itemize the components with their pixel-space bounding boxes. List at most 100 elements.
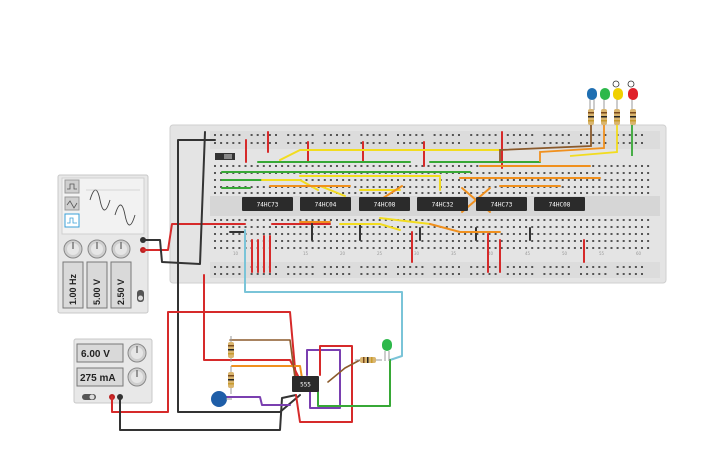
breadboard-hole — [378, 266, 381, 268]
square-wave-icon — [67, 183, 77, 190]
breadboard-hole — [622, 142, 625, 144]
breadboard-hole — [628, 266, 631, 268]
offset-knob[interactable] — [111, 239, 131, 259]
chip-74hc04[interactable]: 74HC04 — [300, 197, 351, 211]
breadboard-hole — [494, 247, 497, 249]
slide-switch[interactable] — [215, 153, 235, 160]
breadboard-hole — [506, 134, 509, 136]
breadboard-hole — [384, 165, 387, 167]
breadboard-hole — [299, 240, 302, 242]
column-number: 40 — [488, 251, 494, 256]
breadboard-hole — [354, 186, 357, 188]
breadboard-hole — [250, 273, 253, 275]
breadboard-hole — [403, 240, 406, 242]
led-body — [600, 88, 610, 100]
voltage-knob[interactable] — [127, 343, 147, 363]
breadboard-hole — [598, 233, 601, 235]
resistor[interactable] — [228, 366, 234, 394]
breadboard-hole — [482, 219, 485, 221]
square-wave-button[interactable] — [64, 179, 80, 194]
breadboard-hole — [262, 273, 265, 275]
breadboard-hole — [268, 233, 271, 235]
breadboard-hole — [281, 240, 284, 242]
led-green-output[interactable] — [382, 339, 392, 361]
breadboard-hole — [494, 219, 497, 221]
chip-74hc73[interactable]: 74HC73 — [242, 197, 293, 211]
triangle-wave-button[interactable] — [64, 196, 80, 211]
led-blue[interactable] — [587, 88, 597, 125]
breadboard-hole — [476, 192, 479, 194]
breadboard-hole — [397, 273, 399, 275]
breadboard-hole — [275, 233, 277, 235]
breadboard-hole — [329, 240, 332, 242]
capacitor[interactable] — [211, 391, 232, 407]
breadboard-hole — [433, 233, 436, 235]
current-knob[interactable] — [127, 367, 147, 387]
chip-74hc08[interactable]: 74HC08 — [359, 197, 410, 211]
breadboard-hole — [488, 233, 491, 235]
breadboard-hole — [519, 247, 521, 249]
breadboard-hole — [555, 226, 558, 228]
breadboard-hole — [519, 266, 521, 268]
power-switch[interactable] — [82, 394, 96, 400]
breadboard-hole — [342, 233, 345, 235]
breadboard-hole — [305, 226, 308, 228]
led-red[interactable] — [627, 80, 638, 125]
breadboard-hole — [348, 273, 351, 275]
breadboard-hole — [220, 233, 223, 235]
led-green[interactable] — [600, 88, 610, 125]
breadboard-hole — [287, 219, 290, 221]
chip-74hc73[interactable]: 74HC73 — [476, 197, 527, 211]
breadboard-hole — [622, 266, 625, 268]
breadboard-hole — [476, 247, 479, 249]
breadboard-hole — [226, 233, 229, 235]
chip-label: 74HC08 — [549, 202, 571, 209]
breadboard-hole — [214, 142, 216, 144]
breadboard-hole — [512, 219, 515, 221]
breadboard-hole — [555, 247, 558, 249]
breadboard-hole — [470, 226, 473, 228]
breadboard-hole — [616, 233, 619, 235]
breadboard-hole — [390, 233, 393, 235]
breadboard-hole — [214, 233, 216, 235]
chip-74hc08[interactable]: 74HC08 — [534, 197, 585, 211]
breadboard-hole — [421, 165, 424, 167]
power-toggle[interactable] — [137, 290, 144, 302]
chip-74hc32[interactable]: 74HC32 — [417, 197, 468, 211]
breadboard-hole — [372, 233, 375, 235]
breadboard-hole — [323, 266, 326, 268]
breadboard-hole — [226, 266, 229, 268]
resistor[interactable] — [228, 336, 234, 362]
breadboard-hole — [421, 186, 424, 188]
breadboard-hole — [580, 192, 582, 194]
amplitude-knob[interactable] — [87, 239, 107, 259]
breadboard-hole — [543, 273, 546, 275]
breadboard-hole — [616, 266, 619, 268]
resistor[interactable] — [355, 357, 382, 363]
breadboard-hole — [384, 247, 387, 249]
breadboard-hole — [586, 266, 589, 268]
breadboard-hole — [604, 226, 607, 228]
timer-555-chip[interactable]: 555 — [292, 376, 319, 392]
breadboard-hole — [567, 247, 570, 249]
breadboard-hole — [458, 226, 460, 228]
breadboard-hole — [336, 247, 338, 249]
breadboard-hole — [464, 179, 467, 181]
breadboard-hole — [366, 273, 369, 275]
frequency-knob[interactable] — [63, 239, 83, 259]
breadboard-hole — [421, 233, 424, 235]
led-yellow[interactable] — [612, 80, 623, 125]
breadboard-hole — [403, 186, 406, 188]
breadboard-wires — [221, 131, 601, 273]
breadboard-hole — [458, 142, 460, 144]
breadboard-hole — [506, 219, 509, 221]
breadboard-hole — [647, 192, 650, 194]
breadboard-hole — [220, 273, 223, 275]
breadboard-hole — [641, 186, 643, 188]
breadboard-hole — [238, 273, 241, 275]
breadboard-hole — [275, 266, 277, 268]
breadboard-hole — [366, 247, 369, 249]
breadboard-hole — [415, 219, 418, 221]
sine-wave-button[interactable] — [64, 213, 80, 228]
breadboard-hole — [360, 273, 363, 275]
